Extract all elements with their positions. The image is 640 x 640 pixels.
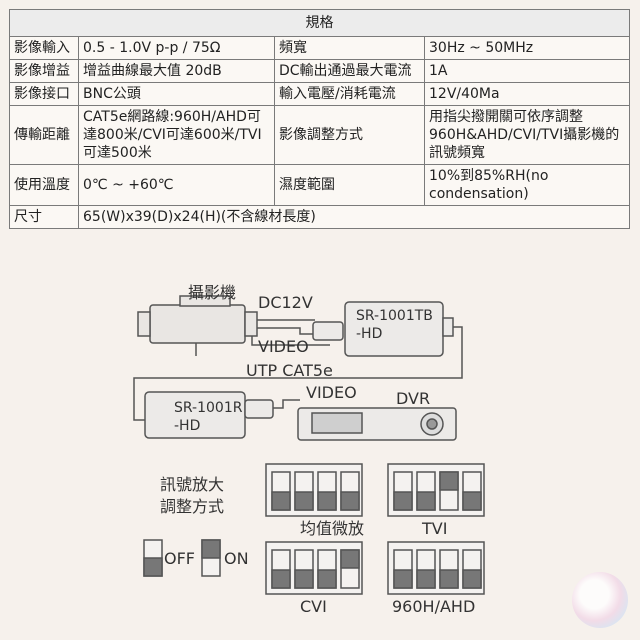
on-label: ON	[224, 549, 249, 568]
adjust-label-line2: 調整方式	[160, 497, 224, 516]
spec-row: 影像接口 BNC公頭 輸入電壓/消耗電流 12V/40Ma	[9, 82, 630, 106]
watermark-logo	[572, 572, 628, 628]
mode-cvi-label: CVI	[300, 597, 327, 616]
video-cable-dvr	[273, 399, 300, 409]
wiring-diagram: 攝影機 DC12V SR-1001TB -HD VIDEO UTP CAT5e …	[133, 283, 485, 616]
camera-icon	[137, 295, 258, 356]
spec-value: 1A	[424, 59, 630, 83]
mode-960h-label: 960H/AHD	[392, 597, 475, 616]
spec-label: 使用溫度	[9, 164, 79, 206]
spec-value: 10%到85%RH(no condensation)	[424, 164, 630, 206]
spec-value: 0℃ ~ +60℃	[78, 164, 275, 206]
utp-cable	[133, 326, 463, 421]
receiver-balun-icon	[144, 391, 274, 439]
dc-label: DC12V	[258, 293, 313, 312]
spec-value: CAT5e網路線:960H/AHD可達800米/CVI可達600米/TVI可達5…	[78, 105, 275, 165]
spec-value: 65(W)x39(D)x24(H)(不含線材長度)	[78, 205, 630, 229]
adjust-label-line1: 訊號放大	[160, 475, 224, 494]
spec-label: 傳輸距離	[9, 105, 79, 165]
tx-model-suffix: -HD	[356, 326, 382, 342]
dip-switch-960h	[387, 541, 485, 595]
spec-row: 影像增益 增益曲線最大值 20dB DC輸出通過最大電流 1A	[9, 59, 630, 83]
dip-switch-cvi	[265, 541, 363, 595]
video-label-dvr: VIDEO	[306, 383, 357, 402]
spec-value: 0.5 - 1.0V p-p / 75Ω	[78, 36, 275, 60]
dip-switch-avg	[265, 463, 363, 517]
switch-on-icon	[201, 539, 221, 577]
spec-title: 規格	[9, 9, 630, 37]
switch-off-icon	[143, 539, 163, 577]
spec-label: 頻寬	[274, 36, 425, 60]
spec-value: 12V/40Ma	[424, 82, 630, 106]
off-label: OFF	[164, 549, 195, 568]
dvr-label: DVR	[396, 389, 430, 408]
dvr-icon	[297, 407, 457, 441]
spec-row: 使用溫度 0℃ ~ +60℃ 濕度範圍 10%到85%RH(no condens…	[9, 164, 630, 206]
rx-model-suffix: -HD	[174, 418, 200, 434]
mode-tvi-label: TVI	[421, 519, 447, 538]
camera-cables	[251, 319, 330, 346]
spec-table: 規格 影像輸入 0.5 - 1.0V p-p / 75Ω 頻寬 30Hz ~ 5…	[9, 9, 630, 229]
spec-value: 30Hz ~ 50MHz	[424, 36, 630, 60]
spec-row: 傳輸距離 CAT5e網路線:960H/AHD可達800米/CVI可達600米/T…	[9, 105, 630, 165]
spec-label: DC輸出通過最大電流	[274, 59, 425, 83]
spec-header-row: 規格	[9, 9, 630, 37]
spec-row-size: 尺寸 65(W)x39(D)x24(H)(不含線材長度)	[9, 205, 630, 229]
spec-label: 影像輸入	[9, 36, 79, 60]
utp-label: UTP CAT5e	[246, 361, 333, 380]
spec-label: 尺寸	[9, 205, 79, 229]
spec-label: 輸入電壓/消耗電流	[274, 82, 425, 106]
spec-row: 影像輸入 0.5 - 1.0V p-p / 75Ω 頻寬 30Hz ~ 50MH…	[9, 36, 630, 60]
spec-value: BNC公頭	[78, 82, 275, 106]
spec-label: 影像接口	[9, 82, 79, 106]
spec-value: 用指尖撥開關可依序調整960H&AHD/CVI/TVI攝影機的訊號頻寬	[424, 105, 630, 165]
spec-label: 影像調整方式	[274, 105, 425, 165]
tx-model-label: SR-1001TB	[356, 308, 433, 324]
mode-avg-label: 均值微放	[300, 519, 364, 538]
spec-value: 增益曲線最大值 20dB	[78, 59, 275, 83]
camera-label: 攝影機	[188, 283, 236, 302]
rx-model-label: SR-1001R	[174, 400, 243, 416]
spec-label: 濕度範圍	[274, 164, 425, 206]
video-label-camera: VIDEO	[258, 337, 309, 356]
spec-label: 影像增益	[9, 59, 79, 83]
dip-switch-tvi	[387, 463, 485, 517]
